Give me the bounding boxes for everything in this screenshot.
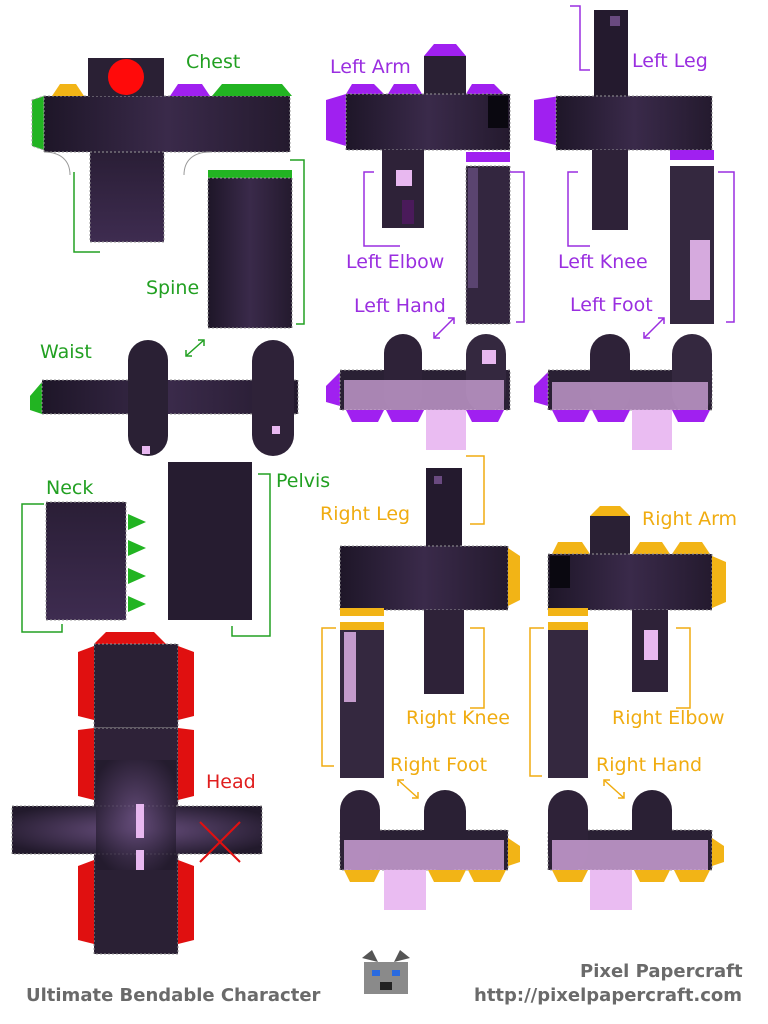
pelvis-part [168,462,271,637]
right-arm-part [529,506,726,778]
spine-part [73,159,305,329]
chest-red-dot [108,59,144,95]
label-pelvis: Pelvis [276,470,331,492]
right-leg-part [321,455,520,778]
label-right-elbow: Right Elbow [612,707,725,729]
label-right-leg: Right Leg [320,503,411,525]
neck-part [21,501,146,633]
label-left-arm: Left Arm [330,56,411,78]
resize-arrow-icon [433,317,665,339]
waist-part [30,340,299,456]
label-spine: Spine [146,277,200,299]
chest-tab-green-left [31,95,45,151]
label-right-hand: Right Hand [596,754,703,776]
label-chest: Chest [186,51,241,73]
right-foot-part [339,790,520,910]
right-hand-part [547,790,724,910]
label-waist: Waist [40,341,92,363]
label-right-knee: Right Knee [406,707,510,729]
left-foot-part [534,334,713,450]
label-left-hand: Left Hand [354,295,446,317]
head-part [11,632,263,955]
wolf-logo-icon [358,950,414,1000]
label-left-knee: Left Knee [558,251,648,273]
label-right-foot: Right Foot [390,754,488,776]
label-left-foot: Left Foot [570,294,653,316]
left-hand-part [326,334,511,450]
footer-title: Ultimate Bendable Character [26,985,321,1006]
chest-part [31,58,292,243]
left-arm-part [326,44,525,325]
resize-arrow-icon [397,779,625,799]
resize-arrow-icon [185,339,205,357]
left-leg-part [534,5,735,324]
footer-url[interactable]: http://pixelpapercraft.com [474,985,743,1006]
label-head: Head [206,771,256,793]
footer-brand: Pixel Papercraft [580,961,743,982]
label-right-arm: Right Arm [642,508,738,530]
label-neck: Neck [46,477,94,499]
label-left-elbow: Left Elbow [346,251,445,273]
label-left-leg: Left Leg [632,50,708,72]
cross-mark-icon [199,821,241,863]
